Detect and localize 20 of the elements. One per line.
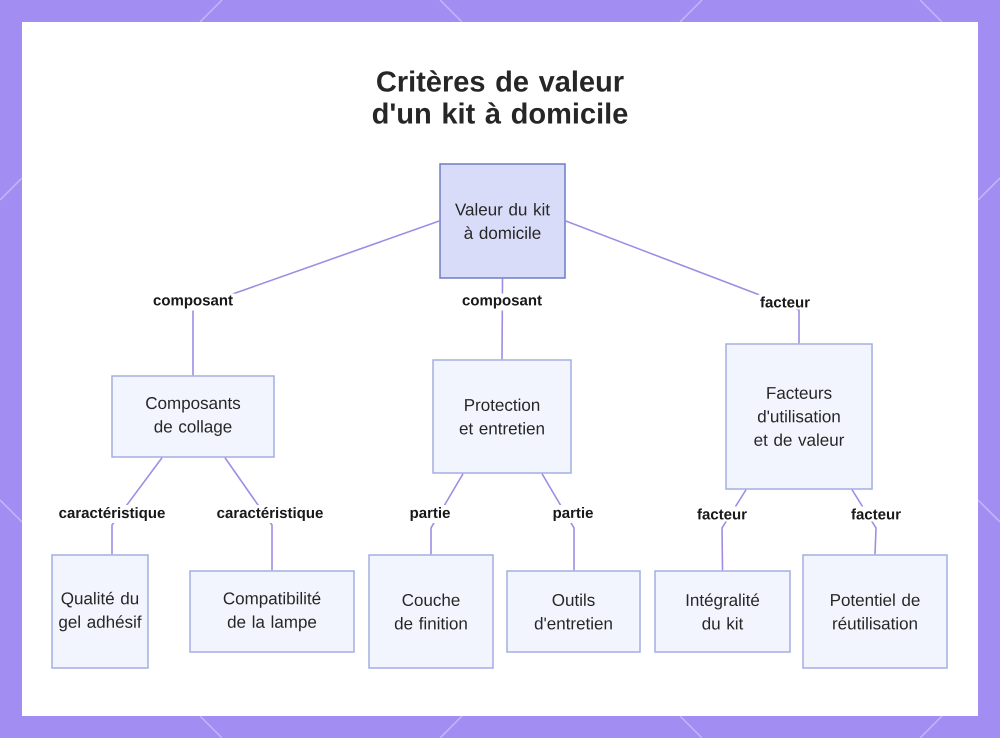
- edge-label: partie: [408, 505, 452, 523]
- concept-box: Qualité du gel adhésif: [51, 554, 149, 669]
- edge-label: composant: [151, 294, 235, 310]
- concept-box: Compatibilité de la lampe: [189, 570, 355, 653]
- concept-box: Composants de collage: [111, 375, 275, 458]
- concept-box: Facteurs d'utilisation et de valeur: [725, 343, 873, 490]
- root-box: Valeur du kit à domicile: [439, 163, 566, 279]
- concept-box: Potentiel de réutilisation: [802, 554, 948, 669]
- edge-label: caractéristique: [214, 504, 326, 524]
- concept-box: Couche de finition: [368, 554, 494, 669]
- edge-label: partie: [550, 505, 596, 523]
- edge-label: facteur: [695, 506, 750, 522]
- title: Critères de valeur d'un kit à domicile: [372, 70, 628, 124]
- edge-label: caractéristique: [56, 504, 168, 524]
- concept-box: Outils d'entretien: [506, 570, 641, 653]
- concept-box: Intégralité du kit: [654, 570, 791, 653]
- edge-label: facteur: [849, 506, 904, 522]
- concept-box: Protection et entretien: [432, 359, 572, 474]
- edge-label: facteur: [758, 294, 812, 310]
- edge-label: composant: [460, 294, 544, 310]
